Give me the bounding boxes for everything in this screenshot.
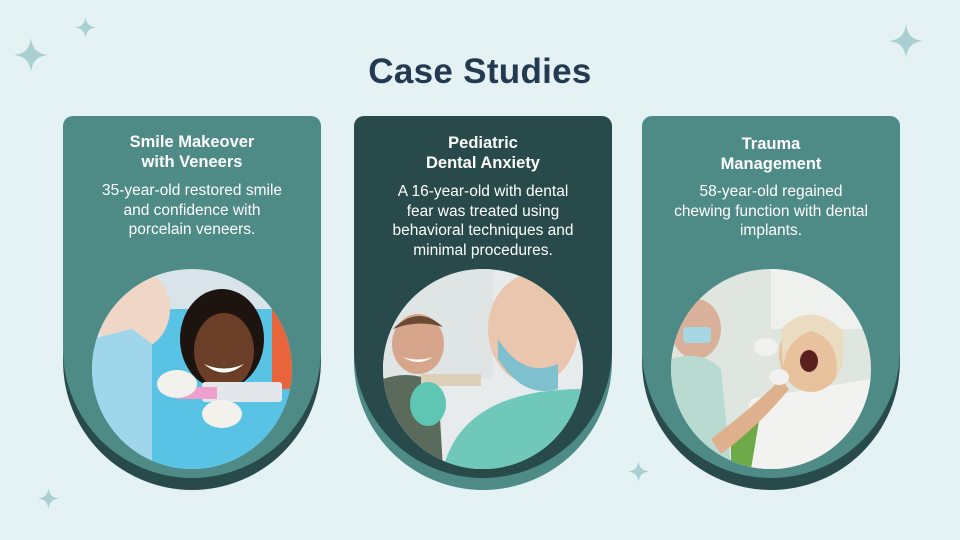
page-title: Case Studies xyxy=(368,52,592,91)
four-point-star-icon xyxy=(889,24,923,58)
case-photo-trauma xyxy=(671,269,871,469)
four-point-star-icon xyxy=(628,461,649,482)
card-title: Trauma Management xyxy=(720,135,822,173)
card-title: Pediatric Dental Anxiety xyxy=(425,134,540,172)
case-study-card-trauma-management: Trauma Management 58-year-old regained c… xyxy=(642,116,900,490)
card-description: 35-year-old restored smile and confidenc… xyxy=(101,182,283,238)
card-body: Trauma Management 58-year-old regained c… xyxy=(642,116,900,478)
four-point-star-icon xyxy=(14,38,48,72)
card-title: Smile Makeover with Veneers xyxy=(129,133,255,171)
card-body: Smile Makeover with Veneers 35-year-old … xyxy=(63,116,321,478)
card-description: 58-year-old regained chewing function wi… xyxy=(674,183,868,239)
case-study-card-smile-makeover: Smile Makeover with Veneers 35-year-old … xyxy=(63,116,321,490)
four-point-star-icon xyxy=(38,488,59,509)
four-point-star-icon xyxy=(75,17,96,38)
card-body: Pediatric Dental Anxiety A 16-year-old w… xyxy=(354,116,612,478)
card-description: A 16-year-old with dental fear was treat… xyxy=(392,183,574,259)
case-photo-pediatric xyxy=(383,269,583,469)
case-photo-veneers xyxy=(92,269,292,469)
case-study-card-pediatric-anxiety: Pediatric Dental Anxiety A 16-year-old w… xyxy=(354,116,612,490)
